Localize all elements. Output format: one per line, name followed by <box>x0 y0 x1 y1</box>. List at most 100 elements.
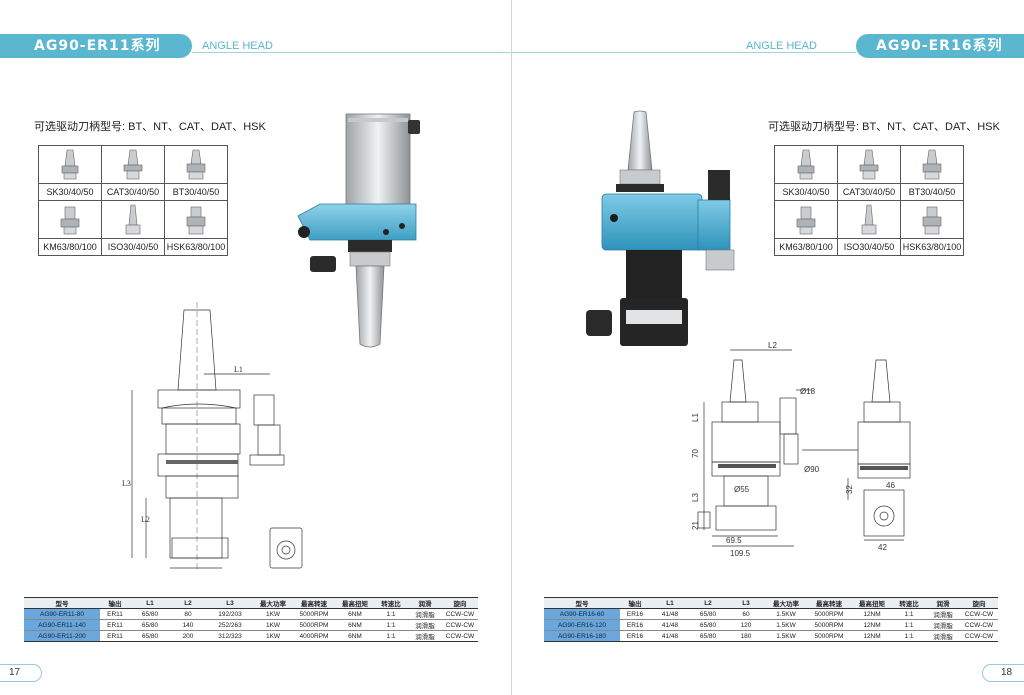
table-cell: 1.5KW <box>766 630 806 642</box>
col-header: 转速比 <box>892 597 926 609</box>
table-cell: 润滑脂 <box>408 619 442 631</box>
table-cell: 180 <box>726 630 766 642</box>
table-cell: 润滑脂 <box>926 630 960 642</box>
dim-d90: Ø90 <box>804 465 820 474</box>
model-cell: AG90-ER16-180 <box>544 630 620 642</box>
title-rule <box>512 52 856 53</box>
table-cell: 12NM <box>852 630 892 642</box>
dim-l1: L1 <box>691 413 700 422</box>
shank-cell <box>774 200 838 239</box>
shank-label: SK30/40/50 <box>774 183 838 201</box>
col-header: L3 <box>206 597 254 609</box>
table-cell: ER16 <box>620 630 650 642</box>
table-cell: 1:1 <box>892 608 926 620</box>
shank-cell <box>900 200 964 239</box>
cat-shank-icon <box>859 149 879 179</box>
shank-label: CAT30/40/50 <box>837 183 901 201</box>
hsk-shank-icon <box>922 206 942 234</box>
col-header: 润滑 <box>408 597 442 609</box>
table-cell: CCW-CW <box>442 630 478 642</box>
table-cell: 5000RPM <box>806 619 852 631</box>
page-number: 18 <box>982 664 1024 682</box>
shank-label: KM63/80/100 <box>774 238 838 256</box>
table-cell: CCW-CW <box>960 619 998 631</box>
shank-caption: 可选驱动刀柄型号: BT、NT、CAT、DAT、HSK <box>768 121 1000 133</box>
shank-label: BT30/40/50 <box>900 183 964 201</box>
table-cell: 1KW <box>254 630 292 642</box>
table-cell: 6NM <box>336 608 374 620</box>
table-header-row: 型号 输出 L1 L2 L3 最大功率 最高转速 最高扭矩 转速比 润滑 旋向 <box>544 597 998 609</box>
table-cell: 252/263 <box>206 619 254 631</box>
bt-shank-icon <box>186 149 206 179</box>
table-cell: CCW-CW <box>960 630 998 642</box>
table-cell: 5000RPM <box>806 630 852 642</box>
shank-cell <box>164 200 228 239</box>
table-cell: 1:1 <box>374 619 408 631</box>
table-cell: 200 <box>170 630 206 642</box>
km-shank-icon <box>796 206 816 234</box>
table-cell: 5000RPM <box>806 608 852 620</box>
er11-technical-drawing: L1 L3 L2 <box>122 302 303 570</box>
angle-head-subtitle: ANGLE HEAD <box>746 40 817 52</box>
er16-spec-table: 型号 输出 L1 L2 L3 最大功率 最高转速 最高扭矩 转速比 润滑 旋向 … <box>544 597 998 642</box>
col-header: 最大功率 <box>766 597 806 609</box>
shank-label: HSK63/80/100 <box>164 238 228 256</box>
dim-32: 32 <box>845 485 854 494</box>
table-cell: 润滑脂 <box>408 608 442 620</box>
dim-l3: L3 <box>122 479 131 488</box>
table-cell: 65/80 <box>690 608 726 620</box>
shank-caption: 可选驱动刀柄型号: BT、NT、CAT、DAT、HSK <box>34 121 266 133</box>
col-header: 旋向 <box>960 597 998 609</box>
bt-shank-icon <box>922 149 942 179</box>
shank-label: ISO30/40/50 <box>837 238 901 256</box>
table-cell: 6NM <box>336 619 374 631</box>
table-cell: CCW-CW <box>442 608 478 620</box>
col-header: L2 <box>170 597 206 609</box>
table-row: AG90-ER11-200 ER11 65/80 200 312/323 1KW… <box>24 630 478 642</box>
col-header: 旋向 <box>442 597 478 609</box>
shank-label: HSK63/80/100 <box>900 238 964 256</box>
table-cell: ER16 <box>620 608 650 620</box>
table-cell: ER11 <box>100 619 130 631</box>
hsk-shank-icon <box>186 206 206 234</box>
dim-l2: L2 <box>768 341 777 350</box>
er11-spec-table: 型号 输出 L1 L2 L3 最大功率 最高转速 最高扭矩 转速比 润滑 旋向 … <box>24 597 478 642</box>
col-header: 最高转速 <box>806 597 852 609</box>
left-page: AG90-ER11系列 ANGLE HEAD 可选驱动刀柄型号: BT、NT、C… <box>0 34 512 682</box>
table-cell: ER11 <box>100 608 130 620</box>
shank-cell <box>837 145 901 184</box>
shank-cell <box>837 200 901 239</box>
table-cell: 4000RPM <box>292 630 336 642</box>
shank-cell <box>101 200 165 239</box>
iso-shank-icon <box>861 204 877 234</box>
table-cell: 1:1 <box>892 619 926 631</box>
table-cell: 80 <box>170 608 206 620</box>
col-header: 型号 <box>544 597 620 609</box>
table-cell: 41/48 <box>650 608 690 620</box>
table-cell: 65/80 <box>690 630 726 642</box>
shank-cell <box>774 145 838 184</box>
shank-type-grid: SK30/40/50 CAT30/40/50 BT30/40/50 <box>38 145 228 256</box>
table-cell: 1:1 <box>892 630 926 642</box>
table-row: AG90-ER11-140 ER11 65/80 140 252/263 1KW… <box>24 619 478 631</box>
dim-l2: L2 <box>141 515 150 524</box>
table-header-row: 型号 输出 L1 L2 L3 最大功率 最高转速 最高扭矩 转速比 润滑 旋向 <box>24 597 478 609</box>
col-header: L3 <box>726 597 766 609</box>
dim-109-5: 109.5 <box>730 549 751 558</box>
shank-type-grid: SK30/40/50 CAT30/40/50 BT30/40/50 <box>774 145 964 256</box>
table-cell: 1.5KW <box>766 619 806 631</box>
table-cell: 41/48 <box>650 619 690 631</box>
table-cell: 12NM <box>852 608 892 620</box>
model-cell: AG90-ER11-80 <box>24 608 100 620</box>
table-cell: 1.5KW <box>766 608 806 620</box>
col-header: 最高扭矩 <box>852 597 892 609</box>
er16-angle-head-photo <box>586 110 735 346</box>
dim-69-5: 69.5 <box>726 536 742 545</box>
table-cell: 140 <box>170 619 206 631</box>
cat-shank-icon <box>123 149 143 179</box>
col-header: 输出 <box>100 597 130 609</box>
model-cell: AG90-ER16-60 <box>544 608 620 620</box>
angle-head-subtitle: ANGLE HEAD <box>202 40 273 52</box>
col-header: L1 <box>650 597 690 609</box>
shank-label: KM63/80/100 <box>38 238 102 256</box>
